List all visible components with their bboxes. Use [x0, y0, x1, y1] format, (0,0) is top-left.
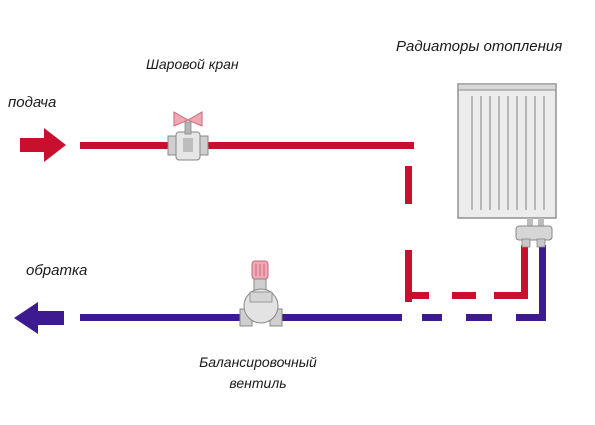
radiator-icon — [457, 83, 557, 248]
supply-label: подача — [8, 94, 57, 111]
return-pipe — [80, 245, 546, 321]
balancing-valve-icon — [239, 260, 283, 327]
radiators-label: Радиаторы отопления — [396, 38, 563, 55]
supply-pipe — [80, 142, 528, 302]
return-label: обратка — [26, 262, 88, 279]
supply-arrow — [20, 128, 66, 162]
balancing-valve-label-line1: Балансировочный — [199, 354, 317, 370]
balancing-valve-label-line2: вентиль — [229, 375, 287, 391]
ball-valve-icon — [167, 111, 209, 161]
balancing-valve-label: Балансировочный вентиль — [166, 352, 350, 394]
ball-valve-label: Шаровой кран — [146, 56, 239, 72]
return-arrow — [14, 302, 64, 334]
